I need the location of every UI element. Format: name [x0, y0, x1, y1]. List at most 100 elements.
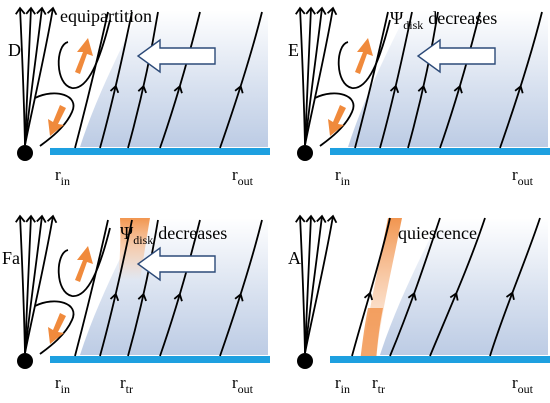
disk-field-line	[407, 11, 439, 149]
jet-arrowhead	[316, 214, 327, 224]
jet-arrowhead	[326, 6, 338, 16]
central-object	[17, 145, 33, 161]
jet-arrowhead	[326, 214, 338, 224]
disk-field-line	[439, 11, 481, 149]
jet-line	[304, 7, 334, 146]
jet-arrowhead	[305, 6, 316, 15]
magnetic-loop-lower	[314, 92, 355, 147]
magnetic-loop-upper	[57, 227, 111, 297]
central-object	[297, 145, 313, 161]
jet-arrowhead	[36, 6, 47, 16]
disk-field-shading	[80, 10, 268, 147]
jet-line	[24, 215, 32, 354]
field-line-arrowhead	[234, 84, 244, 94]
loop-arrow-down	[48, 105, 66, 136]
panel-label: E	[288, 40, 299, 60]
jet-arrowhead	[295, 214, 306, 223]
disk-field-line	[159, 11, 201, 149]
accretion-disk	[50, 148, 270, 155]
panel-label: D	[8, 40, 21, 60]
accretion-disk	[50, 356, 270, 363]
field-line-arrowhead	[453, 84, 463, 94]
field-line-arrowhead	[137, 292, 147, 302]
field-line-arrowhead	[449, 291, 459, 301]
disk-field-line	[219, 219, 263, 357]
label-r-out: rout	[232, 373, 254, 396]
field-line-arrowhead	[514, 84, 524, 94]
panel-title: quiescence	[398, 223, 477, 243]
disk-field-line	[219, 11, 263, 149]
jet-line	[299, 7, 306, 146]
jet-line	[19, 7, 26, 146]
accretion-disk	[330, 356, 550, 363]
jet-line	[304, 215, 323, 354]
label-r-out: rout	[232, 165, 254, 188]
jet-line	[299, 215, 306, 354]
disk-field-line	[489, 217, 541, 357]
field-line-arrowhead	[363, 291, 374, 301]
disk-field-line	[429, 217, 486, 357]
jet-arrowhead	[46, 214, 58, 224]
jet-line	[304, 215, 334, 354]
loop-arrow-down	[328, 105, 346, 136]
disk-field-line	[379, 11, 413, 149]
jet-arrowhead	[46, 6, 58, 16]
disk-field-shading	[380, 218, 548, 355]
disk-field-line	[74, 11, 109, 149]
field-line-arrowhead	[173, 84, 183, 94]
field-line-arrowhead	[173, 292, 183, 302]
label-r-tr: rtr	[372, 373, 385, 396]
jet-line	[24, 7, 54, 146]
label-r-in: rin	[55, 165, 70, 188]
disk-field-line	[354, 11, 389, 149]
transition-region-base	[360, 308, 383, 362]
jet-arrowhead	[15, 6, 26, 15]
label-r-in: rin	[55, 373, 70, 396]
magnetic-loop-upper	[57, 19, 111, 89]
inflow-arrow	[136, 246, 216, 282]
central-object	[297, 353, 313, 369]
jet-arrowhead	[316, 6, 327, 16]
panel-label: Fa	[2, 248, 20, 268]
loop-arrow-up	[355, 38, 373, 74]
jet-arrowhead	[305, 214, 316, 223]
jet-arrowhead	[36, 214, 47, 224]
field-line-arrowhead	[505, 291, 515, 301]
disk-field-line	[127, 11, 159, 149]
jet-arrowhead	[15, 214, 26, 223]
loop-arrow-down	[48, 313, 66, 344]
jet-line	[304, 215, 312, 354]
jet-line	[24, 7, 32, 146]
inflow-arrow	[416, 38, 496, 74]
disk-field-line	[74, 219, 109, 357]
field-line-arrowhead	[109, 292, 120, 302]
jet-line	[24, 7, 43, 146]
disk-field-line	[351, 217, 391, 357]
jet-arrowhead	[25, 6, 36, 15]
disk-field-line	[99, 11, 133, 149]
panel-title: equipartition	[60, 6, 152, 26]
jet-line	[304, 7, 323, 146]
label-r-out: rout	[512, 165, 534, 188]
jet-line	[24, 215, 54, 354]
field-line-arrowhead	[417, 84, 427, 94]
disk-field-line	[499, 11, 543, 149]
field-line-arrowhead	[234, 292, 244, 302]
magnetic-loop-upper	[337, 19, 391, 89]
magnetic-loop-lower	[34, 92, 75, 147]
loop-arrow-up	[75, 246, 93, 282]
jet-line	[24, 215, 43, 354]
label-r-out: rout	[512, 373, 534, 396]
jet-arrowhead	[25, 214, 36, 223]
disk-field-shading	[348, 10, 548, 147]
loop-arrow-up	[75, 38, 93, 74]
disk-field-line	[159, 219, 201, 357]
panel-label: A	[288, 248, 301, 268]
jet-line	[304, 7, 312, 146]
disk-field-line	[99, 219, 133, 357]
